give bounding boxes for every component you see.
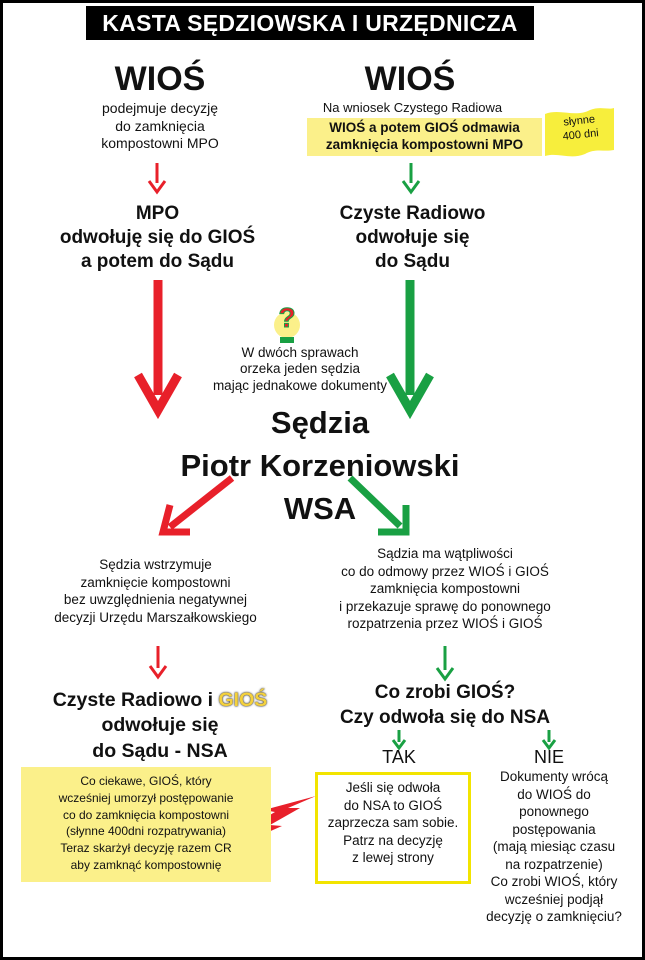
text-line: do zamknięcia [115,117,205,134]
text-line: WIOŚ a potem GIOŚ odmawia [329,120,520,135]
text-line: Sędzia wstrzymuje [99,557,212,572]
text-line: zaprzecza sam sobie. [327,815,459,831]
text-line: co do zamknięcia kompostowni [62,807,230,822]
text-line: W dwóch sprawach [241,345,359,360]
text-line: (słynne 400dni rozpatrywania) [65,824,227,839]
text-line: zamknięcia kompostowni MPO [325,136,524,152]
text-line: zamknięcia kompostowni [369,581,521,597]
text-line: Jeśli się odwoła [345,780,441,795]
no-text: Dokumenty wrócą do WIOŚ do ponownego pos… [474,768,634,926]
text-line: z lewej strony [352,850,434,866]
text-line: Sędzia [270,405,370,440]
arrow-left-diagonal [158,475,235,536]
text-line: i przekazuje sprawę do ponownego [339,598,551,614]
text-line: do NSA to GIOŚ [343,797,443,813]
left-comment-box: Co ciekawe, GIOŚ, który wcześniej umorzy… [21,767,271,882]
yes-label: TAK [382,747,416,767]
text-line: do Sądu [375,250,450,272]
text-line: Co zrobi WIOŚ, który [490,874,618,890]
gios-highlight: GIOŚ [218,689,268,711]
text-line: wcześniej umorzył postępowanie [58,790,234,805]
arrow-left-small-2 [148,646,168,680]
text-line: Teraz skarżył decyzję razem CR [60,841,232,856]
yes-box: Jeśli się odwoła do NSA to GIOŚ zaprzecz… [315,772,471,884]
question-mark: ? [278,302,296,334]
text-line: (mają miesiąc czasu [492,839,616,855]
text-line: Czy odwoła się do NSA [339,706,551,728]
left-step1: podejmuje decyzję do zamknięcia komposto… [55,100,265,153]
text-line: Czyste Radiowo i GIOŚ [20,688,300,713]
arrow-right-small-1 [401,163,421,195]
text-line: MPO [135,203,180,224]
text-line: rozpatrzenia przez WIOŚ i GIOŚ [347,616,543,632]
arrow-right-diagonal [347,475,410,536]
left-appeal: Czyste Radiowo i GIOŚ odwołuje się do Są… [20,688,300,764]
text-line: Co ciekawe, GIOŚ, który [80,774,212,788]
text-line: Sądzia ma wątpliwości [377,546,513,561]
text-line: a potem do Sądu [80,250,235,272]
appeal-prefix: Czyste Radiowo i [52,689,214,711]
text-line: Dokumenty wrócą [499,769,609,784]
text-line: aby zamknąć kompostownię [70,857,222,872]
arrow-right-large [386,280,434,420]
page-title: KASTA SĘDZIOWSKA I URZĘDNICZA [86,6,534,40]
right-step2: Czyste Radiowo odwołuje się do Sądu [290,202,535,273]
text-line: decyzji Urzędu Marszałkowskiego [54,609,257,625]
right-heading: WIOŚ [364,60,456,98]
text-line: Patrz na decyzję [343,832,443,848]
arrow-left-large [134,280,182,420]
middle-note: W dwóch sprawach orzeka jeden sędzia maj… [180,345,420,394]
arrow-right-small-2 [435,646,455,682]
right-question: Co zrobi GIOŚ? Czy odwoła się do NSA [325,681,565,730]
text-line: Co zrobi GIOŚ? [374,682,516,703]
arrow-tak [391,730,407,751]
text-line: postępowania [512,821,596,837]
text-line: WSA [283,490,357,526]
right-step1-highlight: WIOŚ a potem GIOŚ odmawia zamknięcia kom… [307,118,542,156]
left-decision: Sędzia wstrzymuje zamknięcie kompostowni… [18,556,293,626]
text-line: do Sądu - NSA [92,739,228,762]
no-label: NIE [533,747,564,767]
text-line: podejmuje decyzję [102,100,218,116]
text-line: na rozpatrzenie) [505,856,603,872]
text-line: wcześniej podjął [504,891,604,907]
text-line: Czyste Radiowo [339,203,486,224]
text-line: zamknięcie kompostowni [80,574,231,590]
left-heading: WIOŚ [114,60,206,98]
question-mark-icon [274,312,300,343]
text-line: decyzję o zamknięciu? [486,909,622,925]
right-step1-intro: Na wniosek Czystego Radiowa [322,100,503,115]
text-line: mając jednakowe dokumenty [212,377,388,393]
text-line: kompostowni MPO [101,135,219,151]
judge-name: Sędzia Piotr Korzeniowski WSA [90,402,550,530]
text-line: Piotr Korzeniowski [180,447,460,483]
text-line: co do odmowy przez WIOŚ i GIOŚ [341,563,549,579]
text-line: odwołuję się do GIOŚ [59,226,256,248]
text-line: odwołuje się [101,714,219,737]
text-line: ponownego [519,804,589,820]
text-line: odwołuje się [355,226,470,248]
lightning-bolt-icon [232,796,316,848]
arrow-nie [541,730,557,751]
text-line: do WIOŚ do [517,786,591,802]
text-line: orzeka jeden sędzia [239,361,361,377]
yellow-flag-shape [545,108,614,157]
right-decision: Sądzia ma wątpliwości co do odmowy przez… [305,545,585,633]
arrow-left-small-1 [147,163,167,195]
text-line: bez uwzględnienia negatywnej [63,592,248,608]
left-step2: MPO odwołuję się do GIOŚ a potem do Sądu [20,202,295,273]
